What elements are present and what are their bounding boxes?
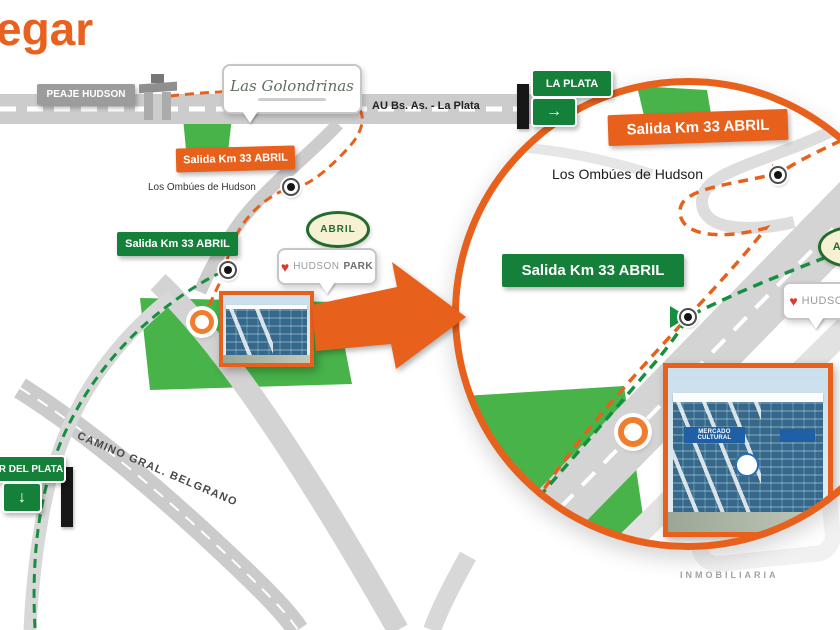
watermark-text: INMOBILIARIA	[680, 570, 779, 580]
los-ombues-label: Los Ombúes de Hudson	[148, 182, 256, 193]
abril-label: ABRIL	[320, 224, 356, 235]
peaje-hudson-label: PEAJE HUDSON	[46, 89, 126, 100]
zoom-salida-green-sign: Salida Km 33 ABRIL	[502, 254, 684, 287]
zoom-building-sign-label: MERCADO CULTURAL	[697, 428, 732, 442]
zoom-exit-orange-marker	[769, 166, 787, 184]
las-golondrinas-label: Las Golondrinas	[230, 77, 354, 95]
mar-del-plata-arrow-sign: ↓	[2, 482, 42, 513]
page-title: egar	[0, 3, 94, 55]
toll-booth-icon	[139, 74, 179, 122]
building-roof	[225, 305, 308, 310]
down-arrow-icon: ↓	[18, 488, 26, 506]
salida-km33-green-label: Salida Km 33 ABRIL	[125, 238, 230, 250]
las-golondrinas-sign: Las Golondrinas	[222, 64, 362, 123]
zoom-los-ombues-label: Los Ombúes de Hudson	[552, 166, 703, 182]
mar-del-plata-label: R DEL PLATA	[0, 463, 64, 475]
diagonal-road	[150, 273, 408, 630]
zoom-abril-label: ABRIL	[832, 241, 840, 253]
zoom-salida-orange-label: Salida Km 33 ABRIL	[626, 116, 770, 139]
golondrinas-tagline-rule	[258, 98, 326, 101]
zoom-salida-green-label: Salida Km 33 ABRIL	[521, 262, 665, 279]
zoom-exit-green-marker	[679, 308, 697, 326]
building-white-braces	[225, 309, 274, 355]
salida-km33-orange-label: Salida Km 33 ABRIL	[182, 151, 288, 167]
exit-ramp-road	[194, 119, 343, 295]
zoom-building-sign: MERCADO CULTURAL	[684, 427, 745, 444]
la-plata-arrow-sign: →	[531, 97, 577, 127]
highway-name-label: AU Bs. As. - La Plata	[372, 100, 480, 112]
building-ground	[223, 354, 310, 363]
salida-km33-orange-sign: Salida Km 33 ABRIL	[175, 145, 296, 173]
zoom-hudson-bubble-tail	[808, 317, 824, 329]
salida-km33-green-sign: Salida Km 33 ABRIL	[117, 232, 238, 256]
zoom-hudson-word: HUDSON	[801, 295, 840, 307]
zoom-building-round-logo	[735, 453, 760, 478]
road-stub	[423, 551, 476, 630]
route-green-dashed	[32, 270, 223, 629]
zoom-heart-icon: ♥	[789, 293, 798, 309]
peaje-hudson-sign: PEAJE HUDSON	[37, 84, 135, 105]
exit-point-green-marker	[219, 261, 237, 279]
la-plata-label: LA PLATA	[545, 77, 599, 90]
park-area-toll	[183, 118, 232, 152]
zoom-exit-loop-road	[696, 122, 840, 234]
park-word: PARK	[343, 261, 374, 272]
zoom-salida-orange-sign: Salida Km 33 ABRIL	[607, 108, 789, 147]
abril-club-sign: ABRIL	[306, 211, 370, 248]
location-ring-marker	[190, 310, 214, 334]
hudson-word: HUDSON	[293, 261, 340, 272]
left-access-road	[23, 290, 176, 630]
la-plata-sign: LA PLATA	[531, 69, 613, 98]
right-arrow-icon: →	[546, 103, 562, 120]
zoom-building-roof	[672, 392, 824, 403]
zoom-building-photo: MERCADO CULTURAL	[663, 363, 833, 537]
zoom-building-ground	[668, 512, 828, 532]
zoom-building-sign-secondary	[780, 428, 816, 442]
exit-point-orange-marker	[282, 178, 300, 196]
building-photo-thumbnail	[219, 291, 314, 367]
heart-icon: ♥	[280, 258, 290, 275]
zoom-route-green	[492, 256, 825, 550]
hudson-park-bubble-tail	[319, 282, 335, 294]
zoom-location-ring-marker	[618, 417, 648, 447]
golondrinas-bubble-tail	[242, 111, 258, 123]
mar-del-plata-sign: R DEL PLATA	[0, 455, 66, 483]
la-plata-sign-post	[517, 84, 529, 129]
